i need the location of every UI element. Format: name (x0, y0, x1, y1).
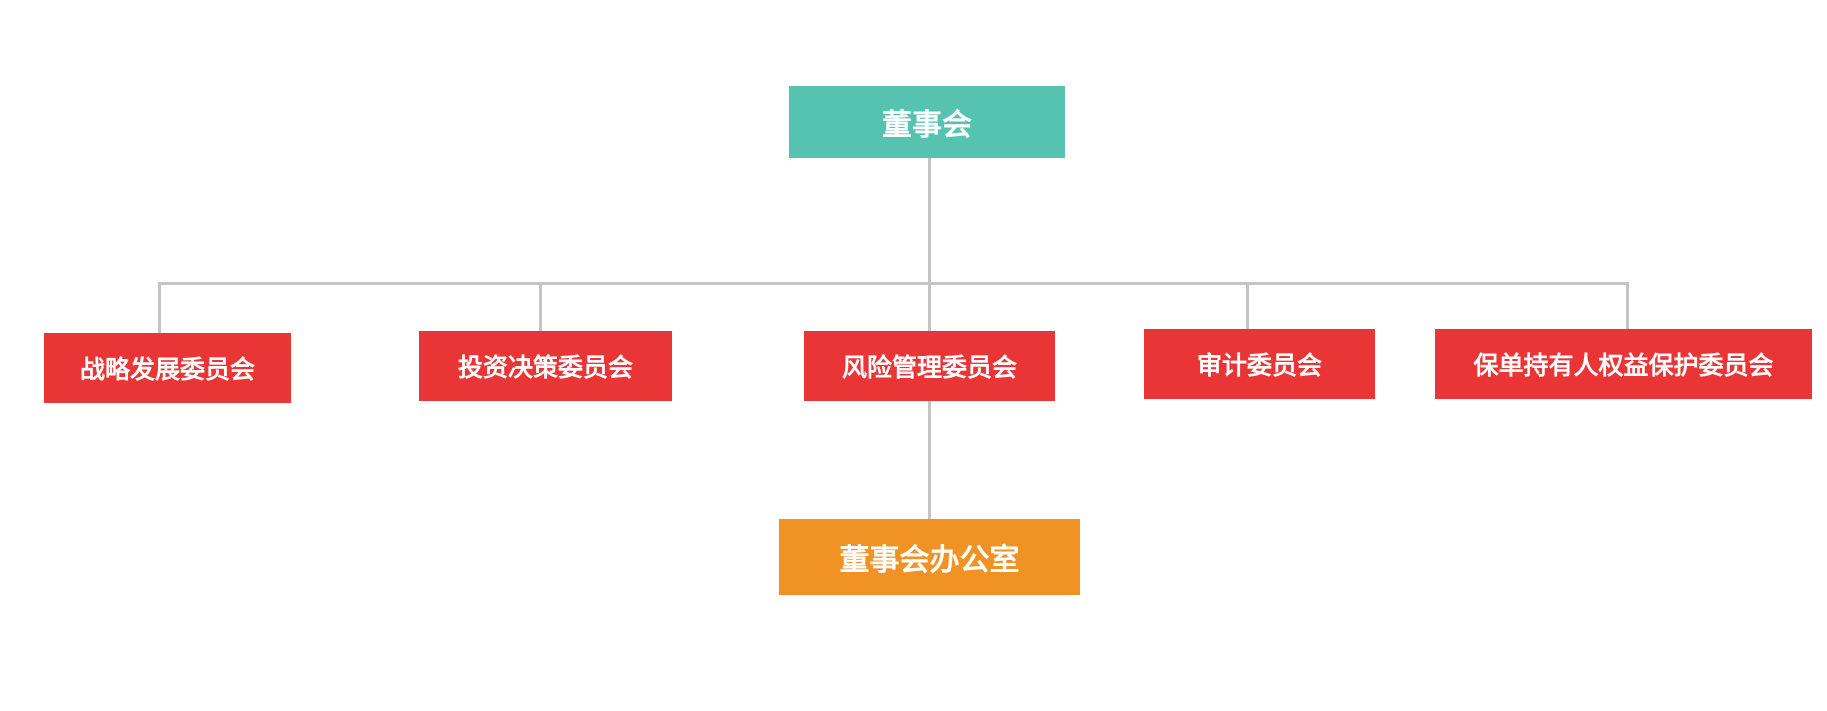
connector-to-policy (1626, 282, 1629, 329)
connector-horizontal-bus (158, 282, 1629, 285)
policyholder-protection-committee-node: 保单持有人权益保护委员会 (1435, 329, 1812, 399)
connector-to-invest (539, 282, 542, 331)
audit-committee-node: 审计委员会 (1144, 329, 1375, 399)
strategy-committee-node: 战略发展委员会 (44, 333, 291, 403)
board-office-node: 董事会办公室 (779, 519, 1080, 595)
board-of-directors-node: 董事会 (789, 86, 1065, 158)
risk-committee-node: 风险管理委员会 (804, 331, 1055, 401)
connector-risk-to-office (928, 401, 931, 519)
connector-to-audit (1246, 282, 1249, 329)
connector-board-down (928, 158, 931, 285)
connector-to-strategy (158, 282, 161, 333)
investment-committee-node: 投资决策委员会 (419, 331, 672, 401)
connector-to-risk (928, 282, 931, 331)
